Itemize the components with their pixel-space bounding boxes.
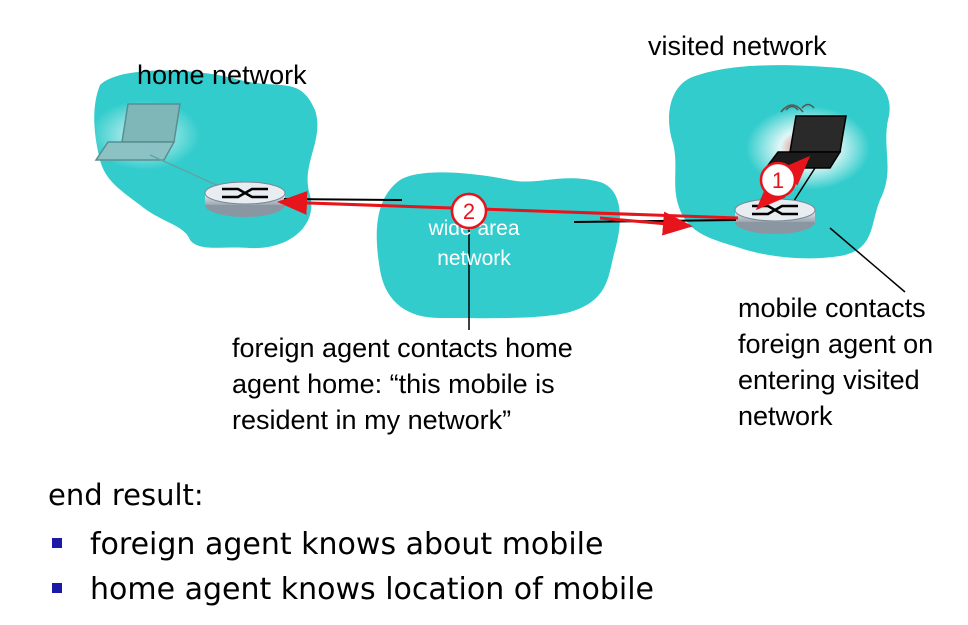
summary-title: end result: [48,478,204,512]
svg-text:2: 2 [463,199,475,224]
visited-network-label: visited network [648,31,827,61]
router-icon [734,198,816,234]
callout-step2: foreign agent contacts home agent home: … [232,330,573,438]
summary-bullet: home agent knows location of mobile [52,572,654,607]
link-wan-visited [573,219,737,223]
home-network-label: home network [137,60,307,90]
bullet-square-icon [52,537,62,548]
callout-step1: mobile contacts foreign agent on enterin… [738,290,933,434]
wireless-signal-icon [780,103,815,113]
wan-label-line: network [437,247,511,270]
callout-line: foreign agent on [738,329,934,359]
bullet-text: home agent knows location of mobile [90,572,654,607]
arrow-home-to-foreign [599,211,693,236]
callout-line-step1 [829,227,906,293]
callout-line: network [738,401,833,431]
bullet-square-icon [52,582,62,593]
summary-bullet: foreign agent knows about mobile [52,527,603,562]
step-1-badge: 1 [759,161,797,199]
link-home-wan [283,198,403,201]
laptop-icon [90,100,200,170]
arrow-foreign-to-home [277,190,739,220]
callout-line: resident in my network” [232,405,512,435]
callout-line: foreign agent contacts home [232,333,573,363]
step-2-badge-overlay: 2 [450,192,488,230]
callout-line: agent home: “this mobile is [232,369,555,399]
callout-line: mobile contacts [738,293,926,323]
bullet-text: foreign agent knows about mobile [90,527,604,562]
router-icon [204,181,286,217]
network-diagram: 2 1 [90,65,906,330]
callout-line: entering visited [738,365,920,395]
svg-text:1: 1 [772,168,784,193]
